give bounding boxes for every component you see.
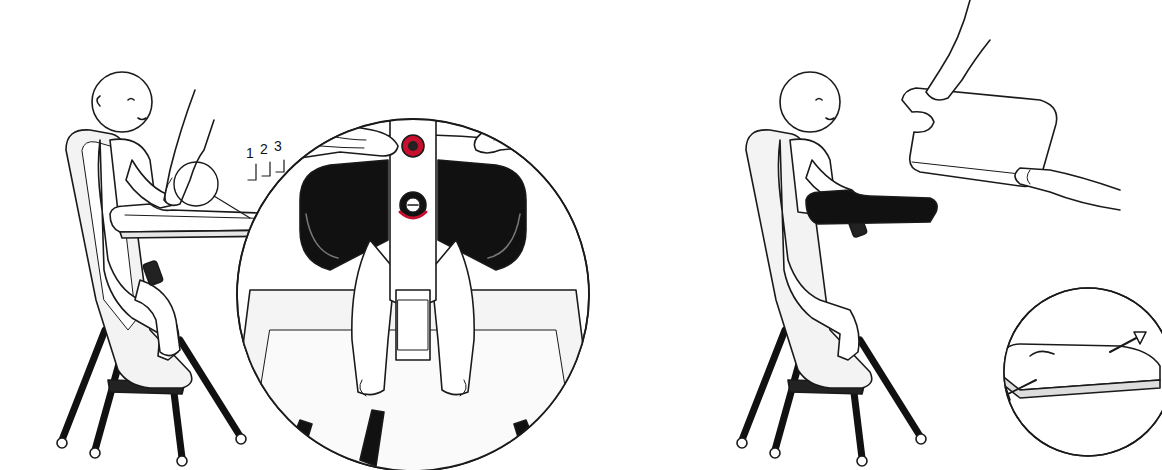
callout-number: 2 xyxy=(260,142,268,156)
detail-circle xyxy=(226,90,600,470)
callout-number: 3 xyxy=(274,139,282,153)
callout-number: 1 xyxy=(246,146,254,160)
tray-slide-detail xyxy=(996,288,1162,456)
